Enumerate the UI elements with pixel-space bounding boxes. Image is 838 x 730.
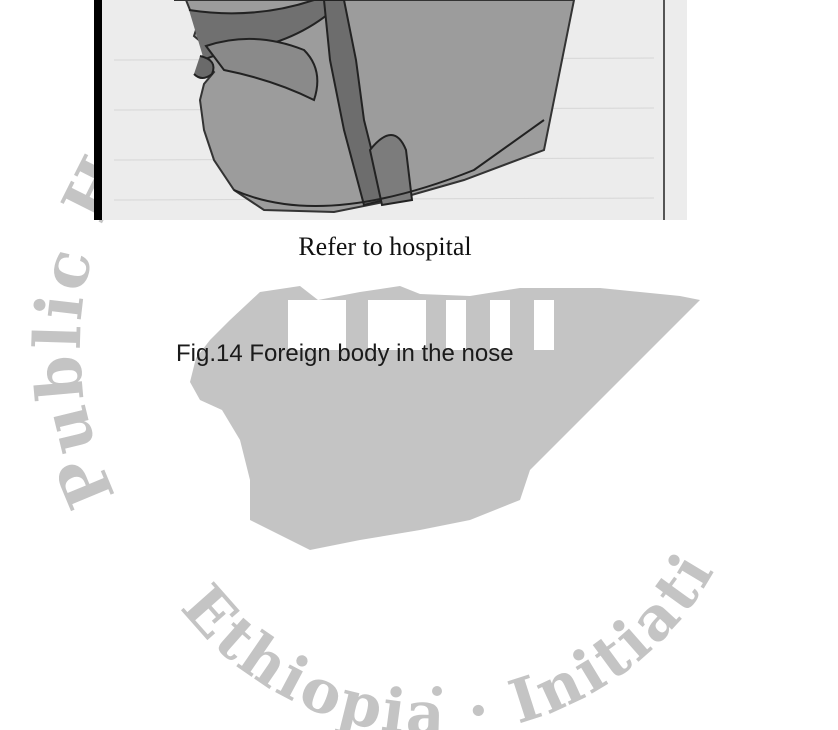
watermark-dot: [432, 686, 442, 696]
figure-caption: Fig.14 Foreign body in the nose: [176, 340, 514, 368]
figure-note: Refer to hospital: [0, 232, 770, 262]
ethiopia-map-watermark: [190, 286, 700, 550]
nose-anatomy-figure: [94, 0, 687, 220]
